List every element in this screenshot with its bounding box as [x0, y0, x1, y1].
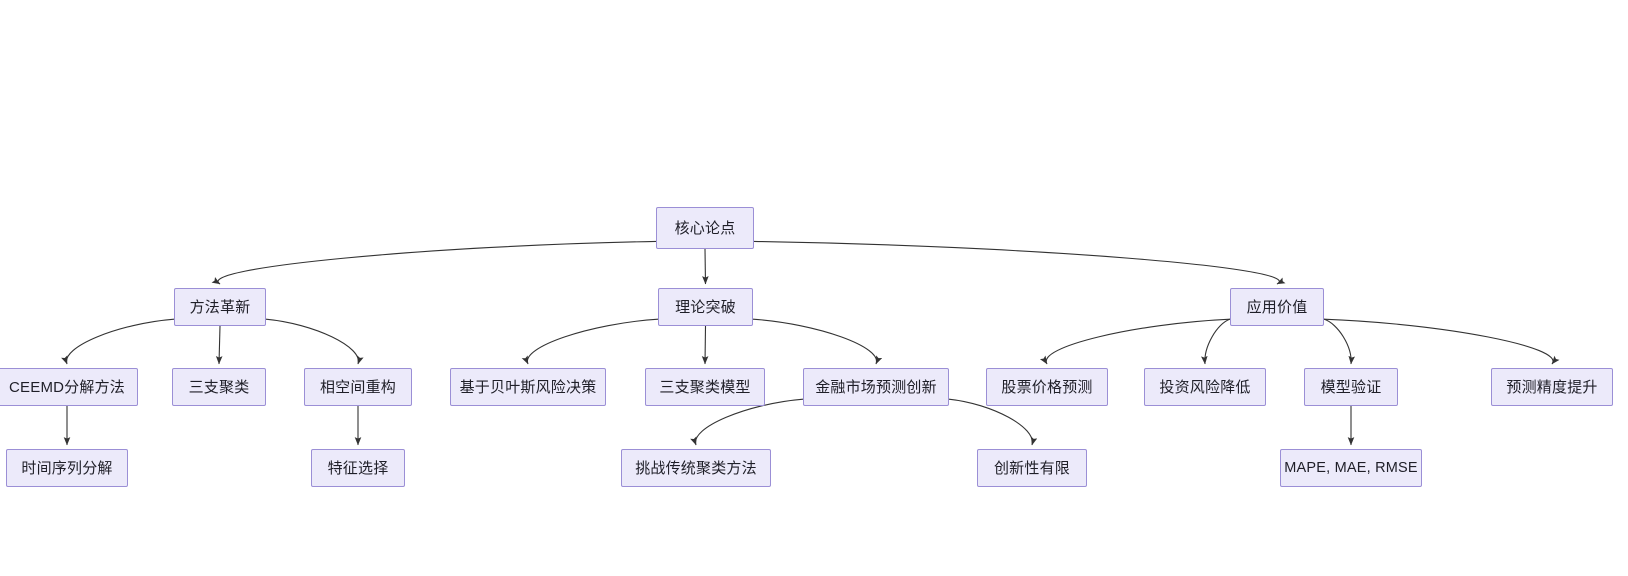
edge-l1b-to-l2d	[521, 318, 659, 365]
diagram-node-l3b[interactable]: 特征选择	[311, 449, 405, 487]
diagram-node-l1b[interactable]: 理论突破	[658, 288, 753, 326]
diagram-node-l3c[interactable]: 挑战传统聚类方法	[621, 449, 771, 487]
edge-l2f-to-l3d	[948, 398, 1038, 446]
diagram-node-l2b[interactable]: 三支聚类	[172, 368, 266, 406]
edge-l1a-to-l2b	[215, 325, 223, 365]
diagram-node-l2i[interactable]: 模型验证	[1304, 368, 1398, 406]
diagram-node-l2f[interactable]: 金融市场预测创新	[803, 368, 949, 406]
edge-l1c-to-l2j	[1323, 318, 1560, 365]
diagram-node-l3d[interactable]: 创新性有限	[977, 449, 1087, 487]
edge-l1c-to-l2g	[1039, 318, 1231, 365]
diagram-node-l1c[interactable]: 应用价值	[1230, 288, 1324, 326]
diagram-node-l2j[interactable]: 预测精度提升	[1491, 368, 1613, 406]
diagram-node-l2d[interactable]: 基于贝叶斯风险决策	[450, 368, 606, 406]
edge-l1b-to-l2e	[701, 325, 709, 365]
diagram-node-l2g[interactable]: 股票价格预测	[986, 368, 1108, 406]
edge-l1c-to-l2i	[1323, 318, 1356, 365]
diagram-node-l2h[interactable]: 投资风险降低	[1144, 368, 1266, 406]
edge-l1c-to-l2h	[1201, 318, 1231, 365]
diagram-node-l3a[interactable]: 时间序列分解	[6, 449, 128, 487]
edge-root-to-l1b	[702, 248, 709, 285]
edge-l1b-to-l2f	[752, 318, 883, 365]
edge-l1a-to-l2c	[265, 318, 364, 365]
diagram-node-root[interactable]: 核心论点	[656, 207, 754, 249]
edge-root-to-l1c	[753, 240, 1286, 285]
diagram-node-l3e[interactable]: MAPE, MAE, RMSE	[1280, 449, 1422, 487]
edge-l2f-to-l3c	[690, 398, 804, 446]
edge-root-to-l1a	[211, 240, 657, 285]
diagram-node-l2a[interactable]: CEEMD分解方法	[0, 368, 138, 406]
diagram-node-l2e[interactable]: 三支聚类模型	[645, 368, 765, 406]
diagram-node-l1a[interactable]: 方法革新	[174, 288, 266, 326]
edge-group	[61, 240, 1560, 446]
diagram-node-l2c[interactable]: 相空间重构	[304, 368, 412, 406]
edge-l1a-to-l2a	[61, 318, 175, 365]
